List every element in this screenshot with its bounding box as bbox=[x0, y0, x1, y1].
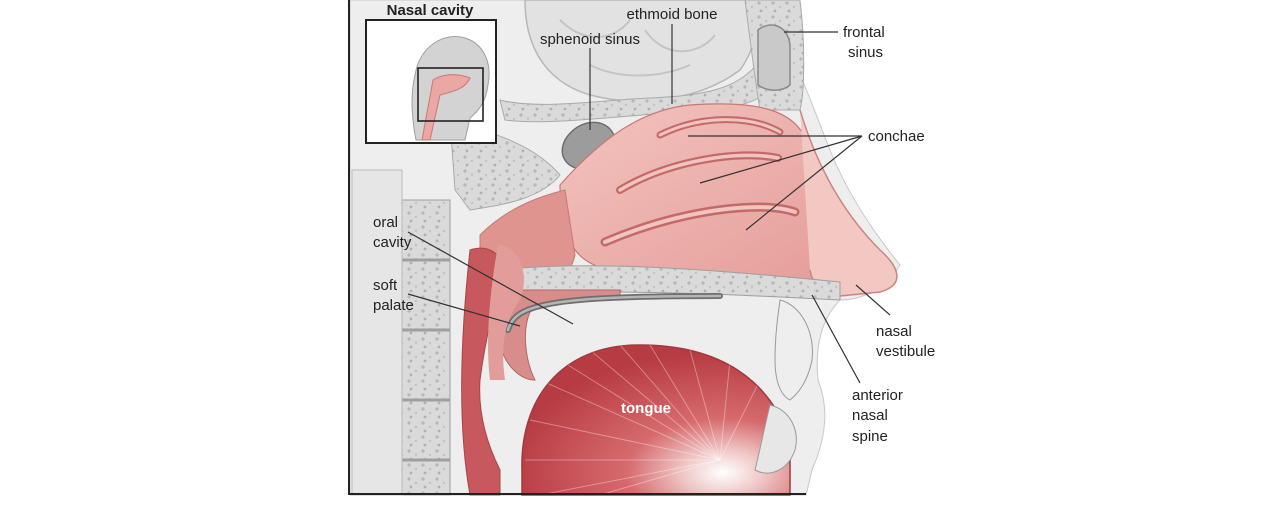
label-soft-palate-line1: soft bbox=[373, 277, 398, 294]
inset-airway bbox=[421, 74, 471, 141]
leader-nasal-vestibule bbox=[855, 284, 891, 316]
inset-highlight-box bbox=[417, 67, 484, 122]
label-anterior-nasal-spine-line2: nasal bbox=[852, 407, 888, 424]
leader-soft-palate bbox=[407, 293, 521, 327]
lips-and-jaw bbox=[754, 299, 813, 474]
label-soft-palate-line2: palate bbox=[373, 297, 414, 314]
label-frontal-sinus-line2: sinus bbox=[848, 44, 883, 61]
leader-anterior-nasal-spine bbox=[811, 294, 861, 384]
cervical-spine bbox=[351, 169, 451, 496]
label-conchae: conchae bbox=[868, 128, 925, 145]
label-ethmoid-bone: ethmoid bone bbox=[627, 6, 718, 23]
leader-conchae-2 bbox=[699, 135, 863, 184]
label-anterior-nasal-spine-line3: spine bbox=[852, 428, 888, 445]
conchae bbox=[600, 116, 800, 247]
frontal-bone bbox=[744, 0, 805, 111]
label-oral-cavity-line1: oral bbox=[373, 214, 398, 231]
leader-lines bbox=[407, 24, 891, 384]
tongue bbox=[521, 344, 791, 496]
label-frontal-sinus-line1: frontal bbox=[843, 24, 885, 41]
frontal-sinus bbox=[757, 24, 791, 91]
inset-panel: Nasal cavity bbox=[365, 2, 497, 144]
inset-title: Nasal cavity bbox=[387, 2, 474, 19]
label-nasal-vestibule-line2: vestibule bbox=[876, 343, 935, 360]
label-tongue: tongue bbox=[621, 400, 671, 417]
leader-oral-cavity bbox=[407, 231, 574, 325]
nasal-cavity-region bbox=[479, 103, 875, 289]
soft-palate bbox=[497, 289, 723, 381]
pharynx bbox=[461, 245, 524, 496]
label-sphenoid-sinus: sphenoid sinus bbox=[540, 31, 640, 48]
label-anterior-nasal-spine-line1: anterior bbox=[852, 387, 903, 404]
label-oral-cavity-line2: cavity bbox=[373, 234, 412, 251]
label-nasal-vestibule-line1: nasal bbox=[876, 323, 912, 340]
labels: ethmoid bone sphenoid sinus frontal sinu… bbox=[373, 6, 935, 445]
leader-conchae-3 bbox=[745, 135, 863, 231]
